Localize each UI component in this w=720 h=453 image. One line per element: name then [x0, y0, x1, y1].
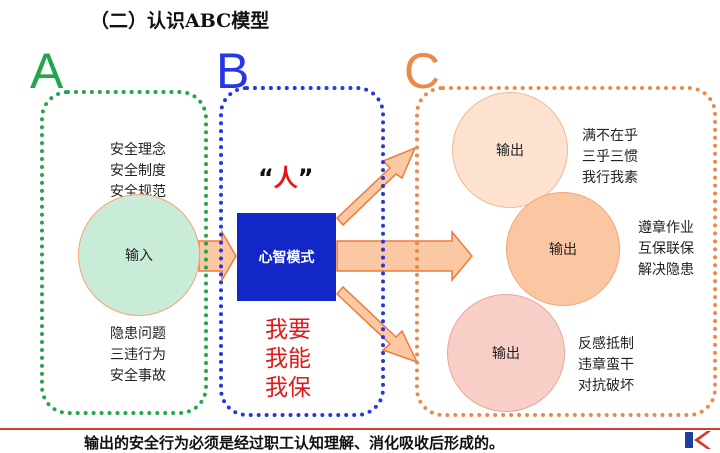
section-a-results: 隐患问题 三违行为 安全事故 — [98, 324, 178, 387]
arrow-mind-to-upper — [335, 146, 417, 227]
page-title: （二）认识ABC模型 — [90, 10, 270, 32]
section-b-box — [219, 86, 385, 417]
output-top-lines: 满不在乎 三乎三惯 我行我素 — [582, 126, 638, 189]
output-circle-label: 输出 — [492, 346, 520, 362]
arrow-mind-to-middle — [336, 229, 473, 283]
mind-model-label: 心智模式 — [258, 250, 315, 266]
input-circle-label: 输入 — [125, 248, 153, 264]
bottom-caption: 输出的安全行为必须是经过职工认知理解、消化吸收后形成的。 — [84, 434, 505, 452]
arrow-mind-to-lower — [335, 285, 419, 364]
commitment-line: 我能 — [265, 346, 311, 372]
commitment-lines: 我要 我能 我保 — [258, 316, 318, 403]
people-label: “人” — [258, 164, 314, 192]
mind-model-box: 心智模式 — [237, 213, 336, 301]
output-line: 违章蛮干 — [578, 357, 634, 373]
result-line: 安全事故 — [110, 368, 166, 384]
output-line: 对抗破坏 — [578, 378, 634, 394]
commitment-line: 我要 — [265, 317, 311, 343]
output-line: 遵章作业 — [638, 220, 694, 236]
section-a-box — [40, 90, 208, 415]
output-bottom-lines: 反感抵制 违章蛮干 对抗破坏 — [578, 334, 634, 397]
output-line: 解决隐患 — [638, 262, 694, 278]
output-line: 反感抵制 — [578, 336, 634, 352]
section-a-inputs: 安全理念 安全制度 安全规范 — [98, 140, 178, 203]
result-line: 隐患问题 — [110, 326, 166, 342]
bottom-divider — [0, 428, 720, 430]
output-circle-middle: 输出 — [506, 192, 620, 306]
output-circle-top: 输出 — [452, 92, 568, 208]
output-line: 三乎三惯 — [582, 149, 638, 165]
output-line: 我行我素 — [582, 170, 638, 186]
output-circle-label: 输出 — [549, 242, 577, 258]
output-circle-bottom: 输出 — [447, 294, 565, 412]
output-line: 互保联保 — [638, 241, 694, 257]
commitment-line: 我保 — [265, 375, 311, 401]
input-line: 安全理念 — [110, 142, 166, 158]
section-a-letter: A — [30, 43, 64, 99]
section-c-box — [415, 86, 717, 417]
result-line: 三违行为 — [110, 347, 166, 363]
output-circle-label: 输出 — [496, 143, 524, 159]
input-line: 安全制度 — [110, 163, 166, 179]
logo-icon — [685, 431, 711, 449]
output-line: 满不在乎 — [582, 128, 638, 144]
input-circle: 输入 — [78, 194, 200, 316]
output-middle-lines: 遵章作业 互保联保 解决隐患 — [638, 218, 694, 281]
